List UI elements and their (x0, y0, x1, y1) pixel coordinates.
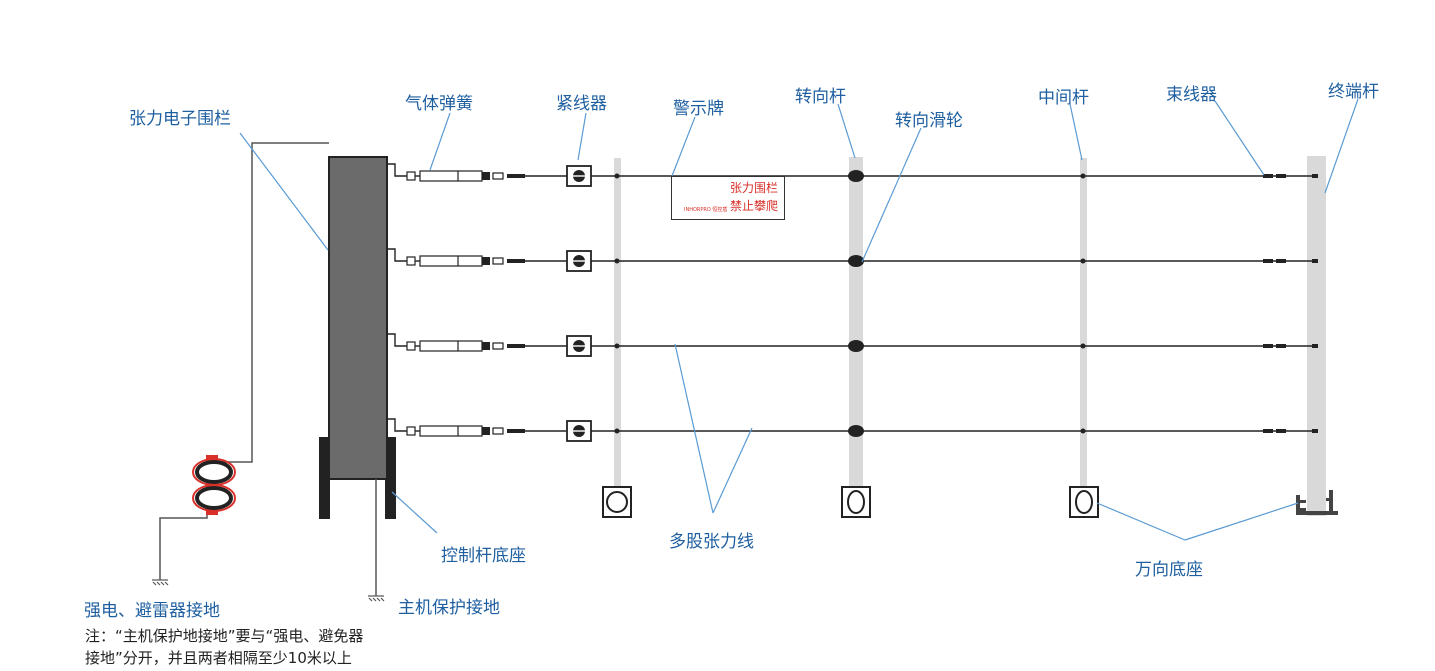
controller-lead (387, 418, 410, 432)
controller-lead (387, 248, 410, 262)
controller-lead (387, 163, 410, 177)
controller-pole (328, 156, 388, 480)
turn-pole (849, 157, 863, 489)
label-control-base: 控制杆底座 (441, 546, 526, 566)
label-lightning-ground: 强电、避雷器接地 (84, 601, 220, 621)
gas-spring (415, 170, 525, 182)
insulator (614, 258, 620, 264)
lightning-arrester (192, 455, 236, 515)
sign-line-1: 张力围栏 (729, 181, 778, 195)
insulator (614, 343, 620, 349)
control-base-left (319, 437, 330, 519)
label-gas-spring: 气体弹簧 (405, 94, 473, 114)
terminal (406, 341, 416, 351)
arrester-ground-wire (159, 510, 208, 580)
turn-pulley (848, 425, 864, 437)
end-pole (1307, 156, 1326, 516)
gas-spring (415, 255, 525, 267)
note-line-1: 注：“主机保护地接地”要与“强电、避免器 (85, 627, 364, 645)
insulator (1080, 173, 1086, 179)
label-turn-pulley: 转向滑轮 (895, 111, 963, 131)
wire-bundler (1263, 259, 1318, 263)
wire-bundler (1263, 344, 1318, 348)
insulator (1080, 428, 1086, 434)
label-turn-pole: 转向杆 (795, 87, 846, 107)
wire-row-2 (387, 248, 1318, 272)
warning-sign: 张力围栏 禁止攀爬 INHORPRO 恒控盾 (671, 176, 785, 220)
note-line-2: 接地”分开，并且两者相隔至少10米以上 (85, 649, 352, 667)
tensioner (566, 420, 592, 442)
ground-symbol-right (368, 595, 385, 602)
wire-row-3 (387, 333, 1318, 357)
control-base-right (385, 437, 396, 519)
note: 注：“主机保护地接地”要与“强电、避免器 接地”分开，并且两者相隔至少10米以上 (85, 625, 363, 669)
label-fence: 张力电子围栏 (129, 109, 231, 129)
label-universal-base: 万向底座 (1135, 560, 1203, 580)
wire-bundler (1263, 174, 1318, 178)
middle-pole-1 (614, 158, 621, 488)
insulator (1080, 258, 1086, 264)
wire-bundler (1263, 429, 1318, 433)
tensioner (566, 165, 592, 187)
tensioner (566, 250, 592, 272)
label-wire-bundler: 束线器 (1166, 85, 1217, 105)
label-end-pole: 终端杆 (1328, 82, 1379, 102)
terminal (406, 426, 416, 436)
terminal (406, 256, 416, 266)
leader-lines (239, 98, 1359, 541)
tensioner (566, 335, 592, 357)
label-warning-sign: 警示牌 (673, 99, 724, 119)
gas-spring (415, 340, 525, 352)
ground-symbol-left (152, 579, 169, 586)
terminal (406, 171, 416, 181)
label-multi-wire: 多股张力线 (669, 532, 754, 552)
gas-spring (415, 425, 525, 437)
insulator (1080, 343, 1086, 349)
wire-row-4 (387, 418, 1318, 442)
middle-pole-2 (1080, 158, 1087, 488)
universal-base-2 (841, 486, 871, 518)
wire-row-1 (387, 163, 1318, 187)
label-middle-pole: 中间杆 (1038, 88, 1089, 108)
turn-pulley (848, 255, 864, 267)
sign-brand: INHORPRO 恒控盾 (684, 207, 728, 213)
insulator (614, 173, 620, 179)
universal-base-3 (1069, 486, 1099, 518)
universal-base-1 (602, 486, 632, 518)
insulator (614, 428, 620, 434)
label-tensioner: 紧线器 (556, 94, 607, 114)
controller-lead (387, 333, 410, 347)
label-host-ground: 主机保护接地 (398, 598, 500, 618)
fence-ground-wire (222, 142, 329, 463)
sign-line-2: 禁止攀爬 (729, 199, 778, 213)
turn-pulley (848, 170, 864, 182)
turn-pulley (848, 340, 864, 352)
